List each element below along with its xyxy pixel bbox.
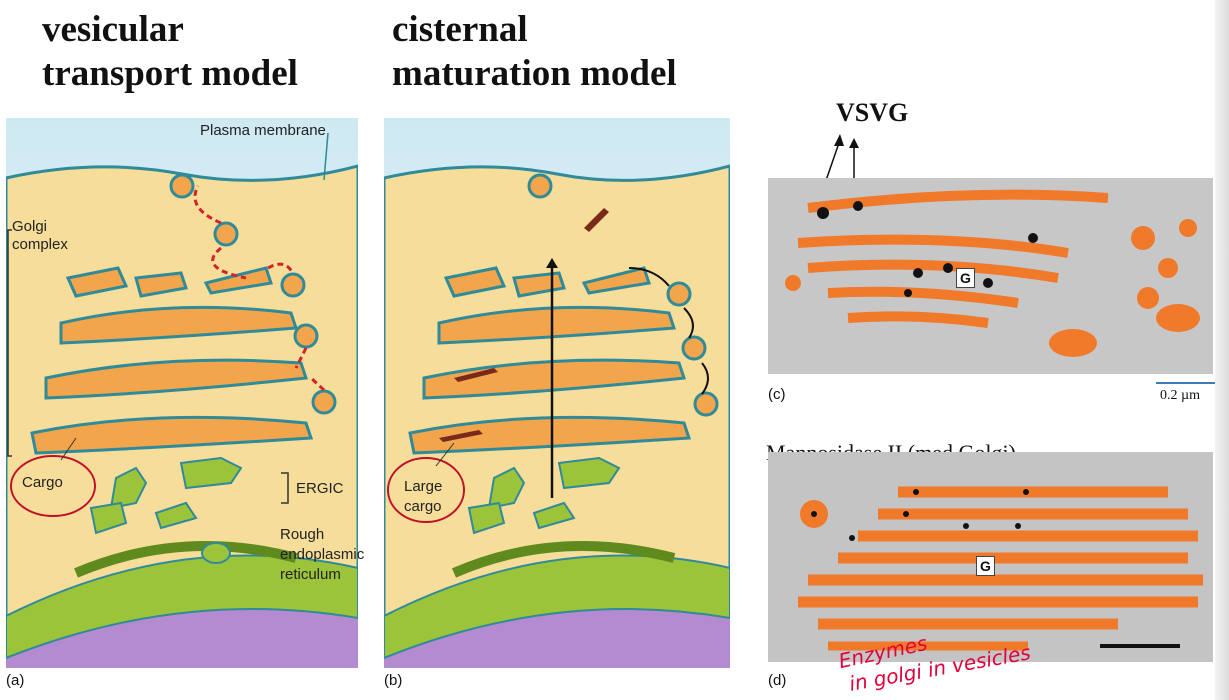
cargo-label: Cargo	[22, 474, 63, 491]
panel-d-g-label: G	[976, 556, 995, 576]
large-cargo-label-line1: Large	[404, 478, 443, 495]
vsvg-label: VSVG	[836, 98, 909, 127]
panel-c-letter: (c)	[768, 386, 786, 403]
large-cargo-label-line2: cargo	[404, 498, 442, 515]
golgi-label-line1: Golgi	[12, 218, 48, 235]
cisternal-title-line2: maturation model	[392, 53, 677, 94]
panel-c-micrograph: G	[768, 178, 1213, 374]
panel-a-letter: (a)	[6, 672, 25, 689]
rer-label-line3: reticulum	[280, 566, 341, 583]
panel-c-scale-bar	[1156, 382, 1216, 384]
panel-d-micrograph: G	[768, 452, 1213, 662]
panel-b-letter: (b)	[384, 672, 403, 689]
rer-label-line1: Rough	[280, 526, 325, 543]
panel-c-illustration	[768, 178, 1213, 374]
rer-label-line2: endoplasmic	[280, 546, 365, 563]
vesicular-title-line2: transport model	[42, 53, 298, 94]
vesicular-title-line1: vesicular	[42, 9, 184, 50]
panel-d-scale-bar	[1100, 644, 1180, 648]
panel-a-illustration	[4, 118, 360, 670]
vesicular-title: vesicular transport model	[42, 8, 298, 96]
cisternal-title-line1: cisternal	[392, 9, 528, 50]
golgi-label-line2: complex	[12, 236, 68, 253]
panel-a-diagram: Plasma membrane Golgi complex Cargo ERGI…	[4, 118, 364, 670]
panel-b-diagram: Large cargo	[382, 118, 732, 670]
panel-d-letter: (d)	[768, 672, 787, 689]
plasma-membrane-label: Plasma membrane	[200, 122, 326, 139]
ergic-label: ERGIC	[296, 480, 344, 497]
panel-c-scale-label: 0.2 µm	[1160, 388, 1200, 403]
panel-c-g-label: G	[956, 268, 975, 288]
cisternal-title: cisternal maturation model	[392, 8, 677, 96]
panel-b-illustration	[382, 118, 732, 670]
right-edge-shadow	[1215, 0, 1229, 700]
